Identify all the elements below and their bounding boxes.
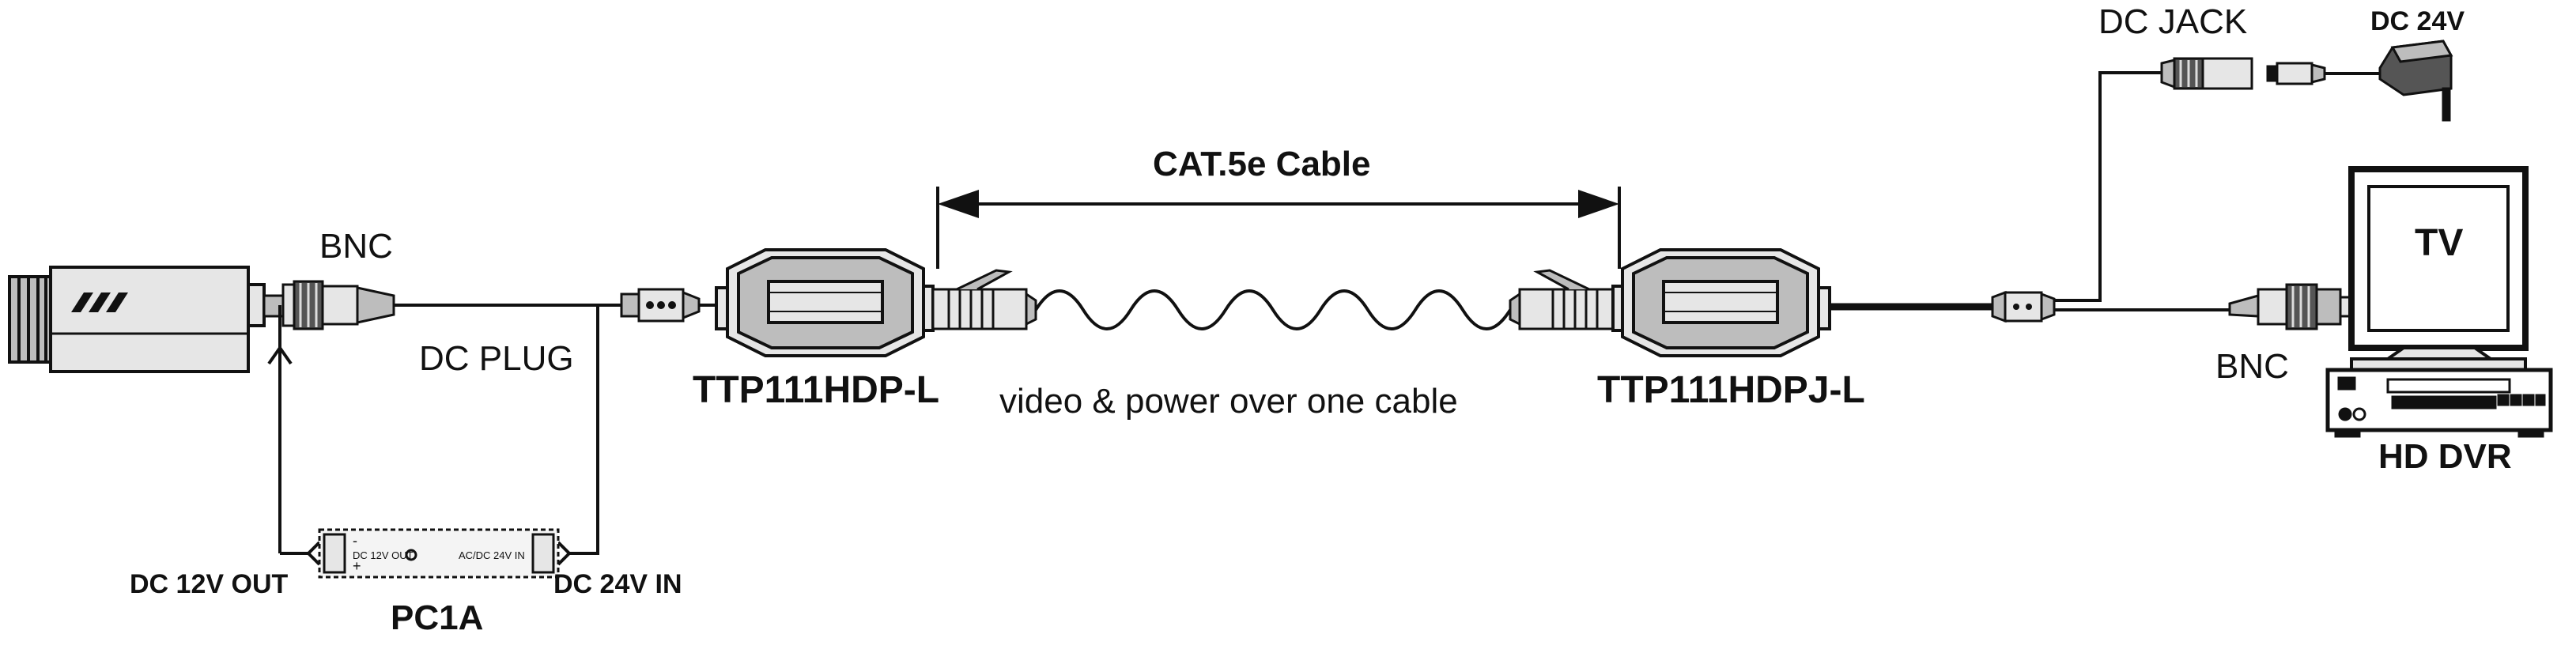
- transmitter-balun: [715, 248, 935, 357]
- dc-jack-label: DC JACK: [2098, 2, 2248, 41]
- cable-length-arrow: [936, 187, 1621, 269]
- cable-type-label: CAT.5e Cable: [1153, 145, 1371, 183]
- rj45-plug-left: [931, 269, 1037, 330]
- camera: [8, 266, 266, 373]
- dc-jack-cable: [2054, 71, 2162, 302]
- cable-splitter: [1991, 290, 2056, 323]
- power-adapter-24v: [2378, 40, 2453, 122]
- bnc-connector-right: [2228, 283, 2358, 330]
- dc-12v-out-label: DC 12V OUT: [130, 569, 289, 599]
- power-module-minus: -: [353, 533, 357, 549]
- adapter-plug: [2266, 62, 2380, 85]
- dc-plug-label: DC PLUG: [419, 339, 574, 378]
- dc-24v-in-label: DC 24V IN: [553, 569, 682, 599]
- power-wires: [267, 305, 599, 566]
- tv-label: TV: [2415, 222, 2464, 264]
- receiver-model: TTP111HDPJ-L: [1597, 369, 1865, 411]
- bnc-right-label: BNC: [2215, 347, 2289, 386]
- bnc-left-label: BNC: [319, 227, 393, 266]
- receiver-balun: [1611, 248, 1831, 357]
- power-module-name: PC1A: [391, 598, 484, 637]
- dc-plug: [620, 288, 721, 323]
- hd-dvr: [2325, 368, 2553, 438]
- dc-jack: [2160, 57, 2253, 90]
- tv-monitor: [2348, 166, 2529, 372]
- rj45-plug-right: [1509, 269, 1615, 330]
- cable-caption: video & power over one cable: [999, 382, 1458, 421]
- power-module-in-label: AC/DC 24V IN: [459, 549, 525, 561]
- cat5e-cable: [1034, 289, 1512, 330]
- power-module: [318, 528, 560, 579]
- bnc-connector-left: [263, 280, 395, 330]
- power-module-plus: +: [353, 558, 361, 574]
- power-module-out-label: DC 12V OUT: [353, 549, 414, 561]
- dc-24v-label: DC 24V: [2370, 6, 2465, 36]
- hd-dvr-label: HD DVR: [2378, 437, 2512, 476]
- transmitter-model: TTP111HDP-L: [693, 369, 940, 411]
